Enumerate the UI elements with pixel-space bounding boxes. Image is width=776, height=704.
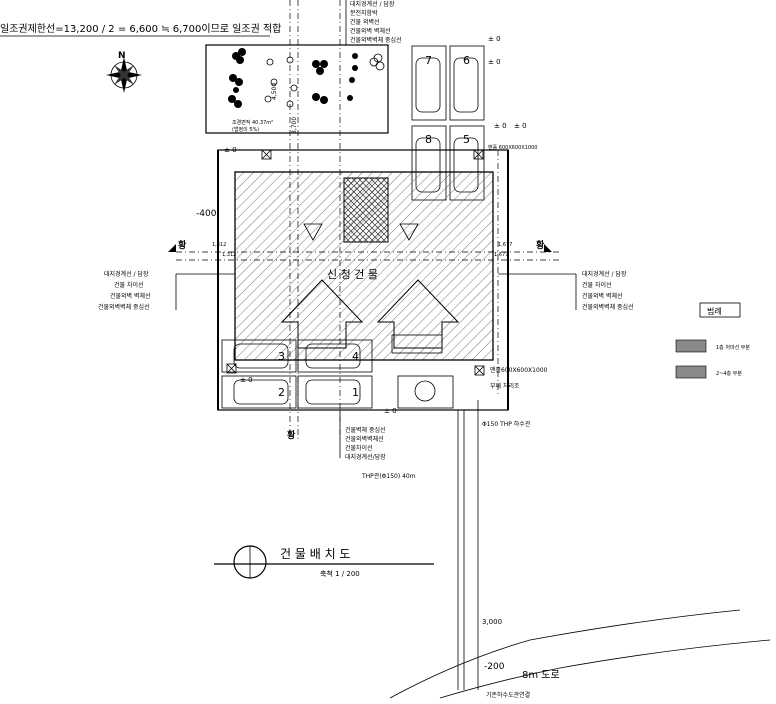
parking-slot-number: 1 — [352, 386, 359, 399]
dimension-text: 1,677 — [494, 252, 508, 258]
parking-slot-number: 7 — [425, 54, 432, 67]
right-callout: 건물외벽 벽체선 — [582, 292, 623, 300]
road-label: 8m 도로 — [522, 670, 560, 681]
north-arrow-icon — [106, 57, 142, 93]
dimension-text: 1,312 — [222, 252, 236, 258]
manhole-icon — [261, 149, 272, 160]
level-mark: -200 — [484, 662, 505, 672]
top-callout: 분전지함박 — [350, 9, 378, 17]
landscape-note: 조경면적 40.37m² — [232, 119, 273, 126]
level-mark: ± 0 — [240, 376, 253, 384]
manhole-icon — [474, 365, 485, 376]
left-callout: 건물외벽벽체 중심선 — [98, 303, 150, 311]
right-callout: 건물외벽벽체 중심선 — [582, 303, 634, 311]
bottom-callouts: 건물벽체 중심선 건물외벽벽체선 건물차이선 대지경계선/담장 — [339, 410, 386, 461]
drawing-title-block: 건 물 배 치 도 축척 1 / 200 — [214, 545, 434, 579]
stair-core — [343, 177, 389, 243]
section-mark: 황 — [287, 429, 296, 441]
top-callout: 대지경계선 / 담장 — [350, 0, 395, 8]
left-callouts: 대지경계선 / 담장 건물 차이선 건물외벽 벽체선 건물외벽벽체 중심선 — [98, 270, 235, 311]
dimension-text: 3,000 — [482, 618, 502, 626]
left-callout: 대지경계선 / 담장 — [104, 270, 149, 278]
septic-tank — [397, 375, 454, 409]
level-mark: -400 — [196, 209, 217, 219]
center-lines — [176, 0, 560, 440]
dimension-text: 1,312 — [212, 242, 226, 248]
top-callout: 건물외벽벽체 중심선 — [350, 36, 402, 44]
drawing-title: 건 물 배 치 도 — [280, 547, 350, 561]
manhole-icon — [473, 149, 484, 160]
level-mark: ± 0 — [488, 58, 501, 66]
parking-slot-number: 2 — [278, 386, 285, 399]
section-mark: 황 — [178, 239, 187, 251]
top-callouts: 대지경계선 / 담장 분전지함박 건물 외벽선 건물외벽 벽체선 건물외벽벽체 … — [345, 0, 402, 45]
manhole-label: 맨홀 600X600X1000 — [488, 144, 537, 151]
road-sub-label: 기존하수도관연결 — [486, 691, 530, 699]
level-mark: ± 0 — [384, 407, 397, 415]
legend-swatch — [675, 365, 707, 379]
top-callout: 건물외벽 벽체선 — [350, 27, 391, 35]
bottom-callout: 건물벽체 중심선 — [345, 426, 386, 434]
parking-slot-number: 3 — [278, 350, 285, 363]
manhole-icon — [226, 363, 237, 374]
landscape-note: (법정의 5%) — [232, 126, 259, 133]
pipe-label: Φ150 THP 하수관 — [482, 420, 531, 428]
parking-slot-number: 5 — [463, 133, 470, 146]
tree-icons — [228, 48, 358, 108]
legend-swatch — [675, 339, 707, 353]
legend-item: 2~4층 부분 — [716, 370, 742, 377]
manhole-label: 맨홀600X600X1000 — [490, 366, 548, 374]
top-callout: 건물 외벽선 — [350, 18, 380, 26]
left-callout: 건물외벽 벽체선 — [110, 292, 151, 300]
dimension-text: 3,700 — [291, 117, 298, 134]
section-mark: 황 — [536, 239, 545, 251]
septic-label: 부패 처리조 — [490, 382, 520, 390]
dimension-text: 4,500 — [271, 83, 278, 100]
north-label: N — [118, 51, 126, 61]
bottom-callout: 건물차이선 — [345, 444, 373, 452]
dimension-text: 1,677 — [498, 242, 512, 248]
left-callout: 건물 차이선 — [114, 281, 144, 289]
pipe-legend-label: THP관(Φ150) 40m — [361, 472, 416, 480]
drawing-scale: 축척 1 / 200 — [320, 569, 360, 578]
parking-slot-number: 6 — [463, 54, 470, 67]
bottom-callout: 건물외벽벽체선 — [345, 435, 384, 443]
level-mark: ± 0 — [494, 122, 507, 130]
parking-slot-number: 8 — [425, 133, 432, 146]
building-title: 신 청 건 물 — [327, 268, 378, 281]
legend-item: 1층 처마선 부분 — [716, 344, 750, 351]
landscape-area — [205, 44, 389, 134]
level-mark: ± 0 — [224, 146, 237, 154]
road: 8m 도로 기존하수도관연결 — [389, 609, 771, 699]
right-callouts: 대지경계선 / 담장 건물 차이선 건물외벽 벽체선 건물외벽벽체 중심선 — [498, 270, 634, 311]
parking-slot-number: 4 — [352, 350, 359, 363]
legend-title: 범례 — [707, 306, 722, 316]
bottom-callout: 대지경계선/담장 — [345, 453, 386, 461]
level-mark: ± 0 — [514, 122, 527, 130]
sunlight-limit-note: 일조권제한선=13,200 / 2 = 6,600 ≒ 6,700이므로 일조권… — [0, 23, 281, 35]
level-mark: ± 0 — [488, 35, 501, 43]
right-callout: 건물 차이선 — [582, 281, 612, 289]
level-marks: ± 0 ± 0 ± 0 ± 0 ± 0 ± 0 ± 0 -400 -200 — [196, 35, 527, 672]
legend: 범례 1층 처마선 부분 2~4층 부분 — [675, 302, 750, 379]
right-callout: 대지경계선 / 담장 — [582, 270, 627, 278]
